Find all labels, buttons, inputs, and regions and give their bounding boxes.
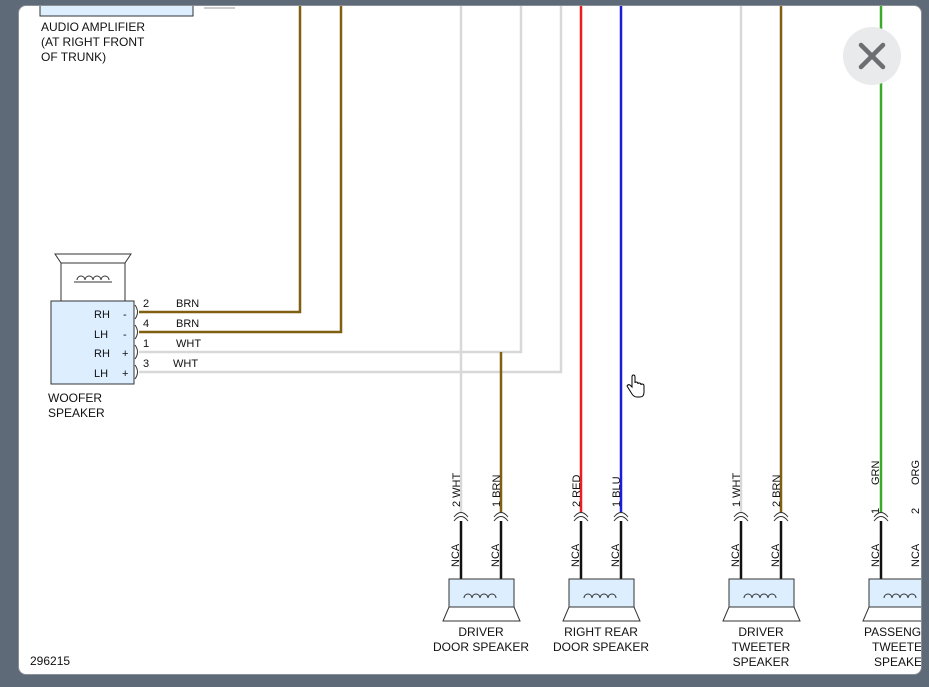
speaker-label: DRIVER (738, 625, 784, 639)
woofer-terminal-polarity: + (122, 348, 128, 360)
speaker-label: TWEETER (732, 640, 791, 654)
diagram-panel: AUDIO AMPLIFIER (AT RIGHT FRONT OF TRUNK… (18, 5, 922, 675)
speaker-pin-label: 1 WHT (731, 473, 743, 508)
speaker-pin-label: 2 BRN (771, 475, 783, 507)
woofer-wire-color: WHT (176, 338, 201, 350)
woofer-terminal-polarity: + (122, 368, 128, 380)
speaker-label: SPEAKER (733, 655, 790, 669)
speaker-pin-label: 1 (870, 508, 882, 514)
woofer-pin-number: 3 (143, 358, 149, 370)
audio-amplifier-block (39, 6, 194, 17)
figure-id: 296215 (30, 654, 70, 668)
speaker-leads (459, 521, 883, 579)
speaker-symbols (442, 578, 921, 622)
woofer-speaker (50, 253, 135, 385)
wire-woofer-lh-neg-brn (139, 6, 343, 334)
wire-woofer-rh-neg-brn (139, 6, 302, 314)
nca-tag: NCA (450, 543, 462, 567)
nca-tag: NCA (910, 543, 921, 567)
speaker-label: DOOR SPEAKER (553, 640, 649, 654)
woofer-label-line-1: WOOFER (48, 391, 102, 405)
nca-tag: NCA (730, 543, 742, 567)
nca-tag: NCA (870, 543, 882, 567)
woofer-pin-number: 1 (143, 338, 149, 350)
woofer-terminal-name: LH (94, 329, 108, 341)
speaker-label: PASSENG (864, 625, 921, 639)
nca-tag: NCA (570, 543, 582, 567)
woofer-wire-color: BRN (176, 318, 199, 330)
speaker-label: DRIVER (458, 625, 504, 639)
woofer-terminal-polarity: - (123, 329, 127, 341)
speaker-label: DOOR SPEAKER (433, 640, 529, 654)
nca-tag: NCA (770, 543, 782, 567)
woofer-pin-number: 2 (143, 298, 149, 310)
woofer-terminal-name: RH (94, 309, 110, 321)
woofer-connector-arcs (134, 304, 138, 380)
woofer-label-line-2: SPEAKER (48, 406, 105, 420)
speaker-label: RIGHT REAR (564, 625, 638, 639)
speaker-label: TWEETE (872, 640, 921, 654)
amplifier-label-line-3: OF TRUNK) (41, 50, 106, 64)
amplifier-label-line-1: AUDIO AMPLIFIER (41, 20, 145, 34)
speaker-pin-label: GRN (870, 461, 882, 486)
speaker-pin-label: 2 RED (571, 475, 583, 507)
speaker-pin-label: 1 BRN (491, 475, 503, 507)
woofer-pin-number: 4 (143, 318, 149, 330)
woofer-wire-color: WHT (173, 358, 198, 370)
speaker-pin-label: 1 BLU (611, 476, 623, 507)
amplifier-label-line-2: (AT RIGHT FRONT (41, 35, 145, 49)
wire-woofer-lh-pos-wht (139, 6, 563, 374)
speaker-pin-label: ORG (910, 460, 921, 485)
speaker-pin-label: 2 WHT (451, 473, 463, 508)
speaker-connector-arcs (453, 512, 889, 522)
close-icon (858, 42, 886, 70)
woofer-terminal-name: RH (94, 348, 110, 360)
wiring-diagram: AUDIO AMPLIFIER (AT RIGHT FRONT OF TRUNK… (30, 6, 921, 669)
woofer-wire-color: BRN (176, 298, 199, 310)
nca-tag: NCA (610, 543, 622, 567)
woofer-terminal-name: LH (94, 368, 108, 380)
speaker-label: SPEAKE (874, 655, 921, 669)
nca-tag: NCA (490, 543, 502, 567)
speaker-pin-label: 2 (910, 508, 921, 514)
wire-woofer-rh-pos-wht (139, 6, 523, 354)
woofer-terminal-polarity: - (123, 309, 127, 321)
close-button[interactable] (843, 27, 901, 85)
speaker-coils (463, 593, 917, 599)
